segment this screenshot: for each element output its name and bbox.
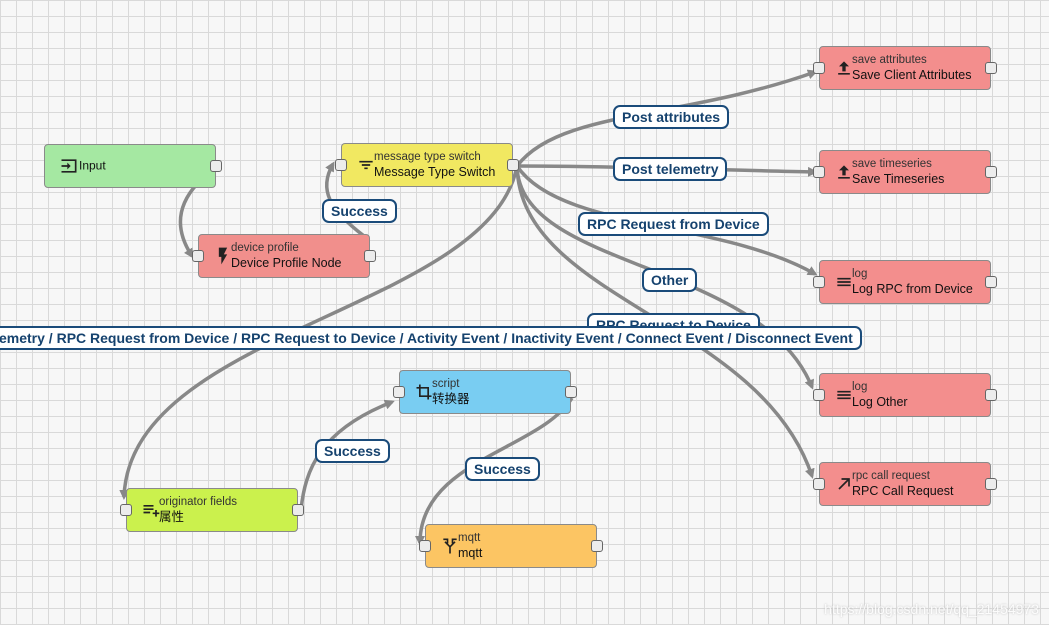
node-name: mqtt <box>458 546 483 560</box>
node-label: Input <box>79 159 106 174</box>
crop-icon <box>414 382 434 402</box>
node-label: originator fields 属性 <box>159 495 237 525</box>
node-type: message type switch <box>374 151 481 163</box>
node-name: 属性 <box>159 510 185 524</box>
output-port[interactable] <box>210 160 222 172</box>
node-type: rpc call request <box>852 470 930 482</box>
node-name: Save Timeseries <box>852 172 945 186</box>
node-type: save attributes <box>852 54 927 66</box>
node-type: log <box>852 381 868 393</box>
output-port[interactable] <box>985 276 997 288</box>
node-message-type-switch[interactable]: message type switch Message Type Switch <box>335 143 519 187</box>
node-type: mqtt <box>458 532 481 544</box>
node-label: message type switch Message Type Switch <box>374 150 495 180</box>
playlist-add-icon <box>141 500 161 520</box>
node-label: device profile Device Profile Node <box>231 241 341 271</box>
edge-label-other[interactable]: Other <box>642 268 698 292</box>
input-port[interactable] <box>813 166 825 178</box>
node-name: Log RPC from Device <box>852 282 973 296</box>
node-label: mqtt mqtt <box>458 531 482 561</box>
node-label: log Log RPC from Device <box>852 267 973 297</box>
menu-lines-icon <box>834 272 854 292</box>
upload-icon <box>834 162 854 182</box>
upload-icon <box>834 58 854 78</box>
input-port[interactable] <box>813 62 825 74</box>
node-type: script <box>432 378 460 390</box>
output-port[interactable] <box>985 389 997 401</box>
node-name: Log Other <box>852 395 908 409</box>
input-port[interactable] <box>813 276 825 288</box>
input-port[interactable] <box>393 386 405 398</box>
output-port[interactable] <box>507 159 519 171</box>
node-name: RPC Call Request <box>852 484 954 498</box>
node-mqtt[interactable]: mqtt mqtt <box>419 524 603 568</box>
edge-label-post-attributes[interactable]: Post attributes <box>613 105 730 129</box>
node-type: log <box>852 268 868 280</box>
node-rpc-call-request[interactable]: rpc call request RPC Call Request <box>813 462 997 506</box>
menu-lines-icon <box>834 385 854 405</box>
edge-label-success[interactable]: Success <box>315 439 390 463</box>
output-port[interactable] <box>985 478 997 490</box>
edge-label-success[interactable]: Success <box>322 199 397 223</box>
output-port[interactable] <box>985 62 997 74</box>
input-port[interactable] <box>813 389 825 401</box>
watermark: https://blog.csdn.net/qq_21454973 <box>824 601 1039 617</box>
output-port[interactable] <box>364 250 376 262</box>
edge-label-rpc-from-device[interactable]: RPC Request from Device <box>578 212 769 236</box>
input-port[interactable] <box>192 250 204 262</box>
node-type: originator fields <box>159 496 237 508</box>
arrow-up-right-icon <box>834 474 854 494</box>
edge-label-multi-type[interactable]: emetry / RPC Request from Device / RPC R… <box>0 326 862 350</box>
edge-label-post-telemetry[interactable]: Post telemetry <box>613 157 728 181</box>
node-label: script 转换器 <box>432 377 470 407</box>
edge-label-success[interactable]: Success <box>465 457 540 481</box>
node-label: save attributes Save Client Attributes <box>852 53 972 83</box>
output-port[interactable] <box>292 504 304 516</box>
node-type: device profile <box>231 242 299 254</box>
input-port[interactable] <box>335 159 347 171</box>
output-port[interactable] <box>591 540 603 552</box>
node-name: Device Profile Node <box>231 256 342 270</box>
node-type: save timeseries <box>852 158 932 170</box>
node-save-attributes[interactable]: save attributes Save Client Attributes <box>813 46 997 90</box>
node-label: save timeseries Save Timeseries <box>852 157 944 187</box>
node-originator-fields[interactable]: originator fields 属性 <box>120 488 304 532</box>
bolt-icon <box>213 246 233 266</box>
node-log-rpc[interactable]: log Log RPC from Device <box>813 260 997 304</box>
node-name: Save Client Attributes <box>852 68 972 82</box>
filter-icon <box>356 155 376 175</box>
output-port[interactable] <box>985 166 997 178</box>
node-name: Message Type Switch <box>374 165 496 179</box>
input-port[interactable] <box>120 504 132 516</box>
node-save-timeseries[interactable]: save timeseries Save Timeseries <box>813 150 997 194</box>
input-port[interactable] <box>419 540 431 552</box>
node-label: log Log Other <box>852 380 908 410</box>
node-label: rpc call request RPC Call Request <box>852 469 953 499</box>
node-log-other[interactable]: log Log Other <box>813 373 997 417</box>
node-device-profile[interactable]: device profile Device Profile Node <box>192 234 376 278</box>
node-script[interactable]: script 转换器 <box>393 370 577 414</box>
input-port[interactable] <box>813 478 825 490</box>
call-split-icon <box>440 536 460 556</box>
node-name: Input <box>79 158 106 173</box>
output-port[interactable] <box>565 386 577 398</box>
node-input[interactable]: Input <box>44 144 222 188</box>
node-name: 转换器 <box>432 392 470 406</box>
input-icon <box>59 156 79 176</box>
